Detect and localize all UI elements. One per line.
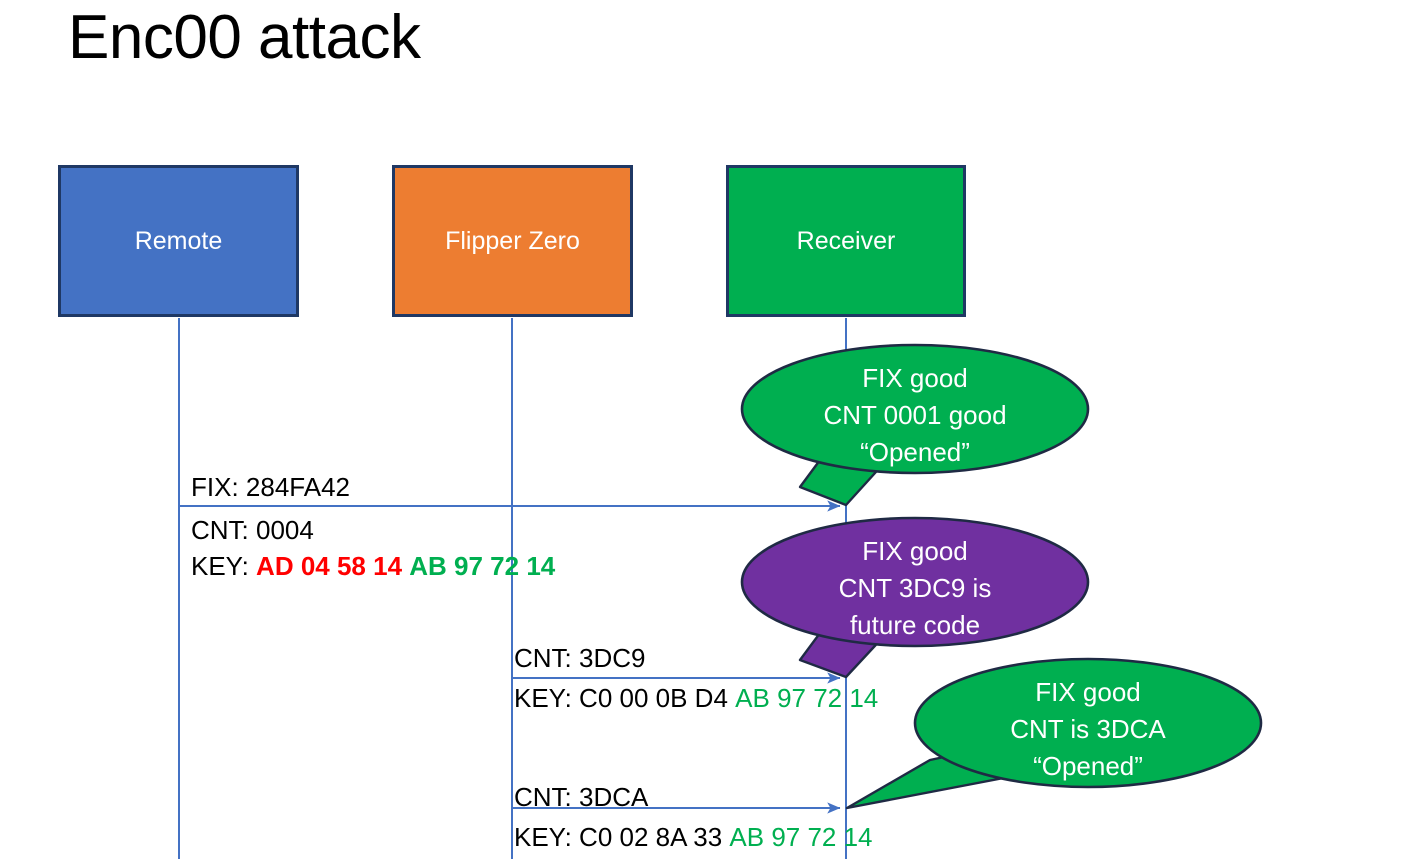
actor-box-receiver[interactable]: Receiver bbox=[726, 165, 966, 317]
message-1-key-second: AB 97 72 14 bbox=[409, 551, 556, 581]
message-1-fix-label: FIX: 284FA42 bbox=[191, 472, 350, 502]
message-2-key-second: AB 97 72 14 bbox=[735, 683, 879, 713]
message-3-key-prefix: KEY: bbox=[514, 822, 580, 852]
message-1-key-label: KEY: AD 04 58 14 AB 97 72 14 bbox=[191, 551, 556, 581]
message-2-key-first: C0 00 0B D4 bbox=[579, 683, 728, 713]
callout-bubble-2[interactable] bbox=[740, 516, 1090, 679]
message-1-key-prefix: KEY: bbox=[191, 551, 257, 581]
message-1-cnt-label: CNT: 0004 bbox=[191, 515, 314, 545]
actor-label-remote: Remote bbox=[134, 226, 223, 255]
message-1-key-first: AD 04 58 14 bbox=[256, 551, 403, 581]
actor-label-receiver: Receiver bbox=[796, 226, 896, 255]
message-3-cnt-label: CNT: 3DCA bbox=[514, 782, 649, 812]
actor-box-remote[interactable]: Remote bbox=[58, 165, 299, 317]
callout-bubble-3[interactable] bbox=[845, 657, 1263, 810]
message-2-key-prefix: KEY: bbox=[514, 683, 580, 713]
message-2-key-label: KEY: C0 00 0B D4 AB 97 72 14 bbox=[514, 683, 879, 713]
actor-box-flipper-zero[interactable]: Flipper Zero bbox=[392, 165, 633, 317]
callout-bubble-1[interactable] bbox=[740, 343, 1090, 507]
message-3-key-label: KEY: C0 02 8A 33 AB 97 72 14 bbox=[514, 822, 873, 852]
page-title: Enc00 attack bbox=[68, 3, 421, 72]
message-3-key-first: C0 02 8A 33 bbox=[579, 822, 723, 852]
message-3-key-second: AB 97 72 14 bbox=[729, 822, 873, 852]
actor-label-flipper-zero: Flipper Zero bbox=[445, 226, 580, 255]
message-2-cnt-label: CNT: 3DC9 bbox=[514, 643, 646, 673]
